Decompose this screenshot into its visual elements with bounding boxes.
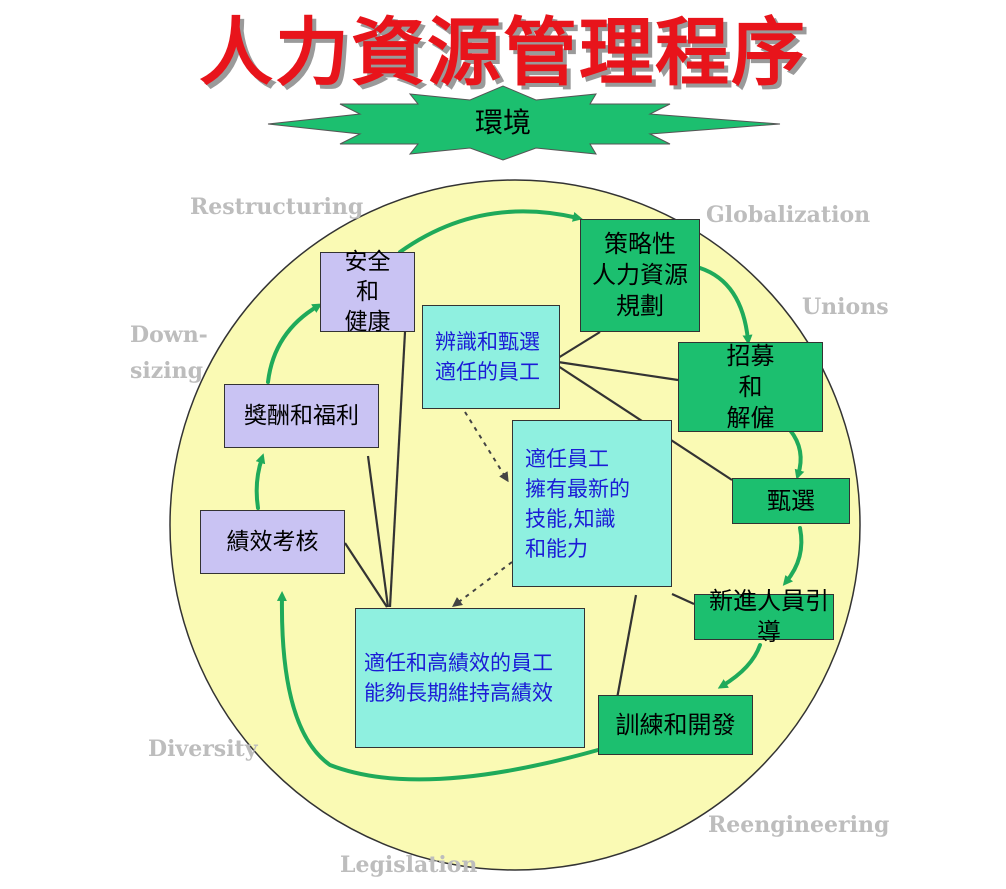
- step-selection: 甄選: [732, 478, 850, 524]
- force-restructuring: Restructuring: [190, 194, 364, 220]
- step-compensation-label: 獎酬和福利: [244, 403, 359, 429]
- outcome-sustain: 適任和高績效的員工 能夠長期維持高績效: [355, 608, 585, 748]
- step-strategic-planning: 策略性 人力資源 規劃: [580, 219, 700, 332]
- connector-safety-sustain: [388, 331, 407, 608]
- force-diversity: Diversity: [148, 736, 258, 762]
- step-orientation-label: 新進人員引導: [709, 587, 829, 646]
- outcome-competent: 適任員工 擁有最新的 技能,知識 和能力: [512, 420, 672, 587]
- step-recruitment: 招募 和 解僱: [678, 342, 823, 432]
- outcome-identify-label: 辨識和甄選 適任的員工: [435, 330, 540, 384]
- environment-star-banner: [267, 85, 781, 161]
- dotted-arrow-competent-to-sustain: [452, 561, 513, 607]
- outcome-identify: 辨識和甄選 適任的員工: [422, 305, 560, 409]
- step-orientation: 新進人員引導: [694, 587, 834, 646]
- arrow-orientation-to-training: [717, 643, 762, 689]
- dotted-arrow-identify-to-competent: [464, 411, 509, 483]
- force-downsizing-line1: Down-: [130, 322, 208, 348]
- step-selection-label: 甄選: [767, 486, 815, 515]
- connector-identify-planning: [557, 331, 601, 359]
- force-legislation: Legislation: [340, 852, 478, 878]
- force-globalization: Globalization: [706, 202, 871, 228]
- force-unions: Unions: [802, 294, 889, 320]
- outcome-competent-label: 適任員工 擁有最新的 技能,知識 和能力: [525, 446, 630, 561]
- page-title: 人力資源管理程序: [199, 10, 807, 96]
- connector-compensation-sustain: [366, 455, 390, 608]
- arrow-safety-to-planning: [398, 209, 583, 254]
- step-appraisal: 績效考核: [200, 510, 345, 574]
- connector-appraisal-sustain: [344, 542, 388, 608]
- arrow-compensation-to-safety: [266, 303, 323, 384]
- step-strategic-planning-label: 策略性 人力資源 規劃: [592, 230, 688, 320]
- arrow-recruitment-to-selection: [788, 428, 805, 480]
- step-compensation: 獎酬和福利: [224, 384, 379, 448]
- connector-competent-orientation: [671, 592, 695, 606]
- step-safety: 安全 和 健康: [320, 249, 415, 335]
- force-downsizing-line2: sizing: [130, 358, 203, 384]
- step-training-label: 訓練和開發: [615, 710, 736, 739]
- step-recruitment-label: 招募 和 解僱: [726, 341, 775, 432]
- step-training: 訓練和開發: [598, 695, 753, 755]
- arrow-planning-to-recruitment: [698, 266, 753, 345]
- step-appraisal-label: 績效考核: [226, 529, 319, 555]
- connector-identify-recruitment: [557, 360, 679, 382]
- environment-label: 環境: [474, 106, 531, 139]
- force-reengineering: Reengineering: [708, 812, 890, 838]
- arrow-appraisal-to-compensation: [254, 453, 266, 510]
- step-safety-label: 安全 和 健康: [344, 249, 391, 335]
- arrow-selection-to-orientation: [782, 526, 804, 586]
- outcome-sustain-label: 適任和高績效的員工 能夠長期維持高績效: [364, 651, 553, 705]
- arrow-training-to-appraisal: [276, 591, 600, 782]
